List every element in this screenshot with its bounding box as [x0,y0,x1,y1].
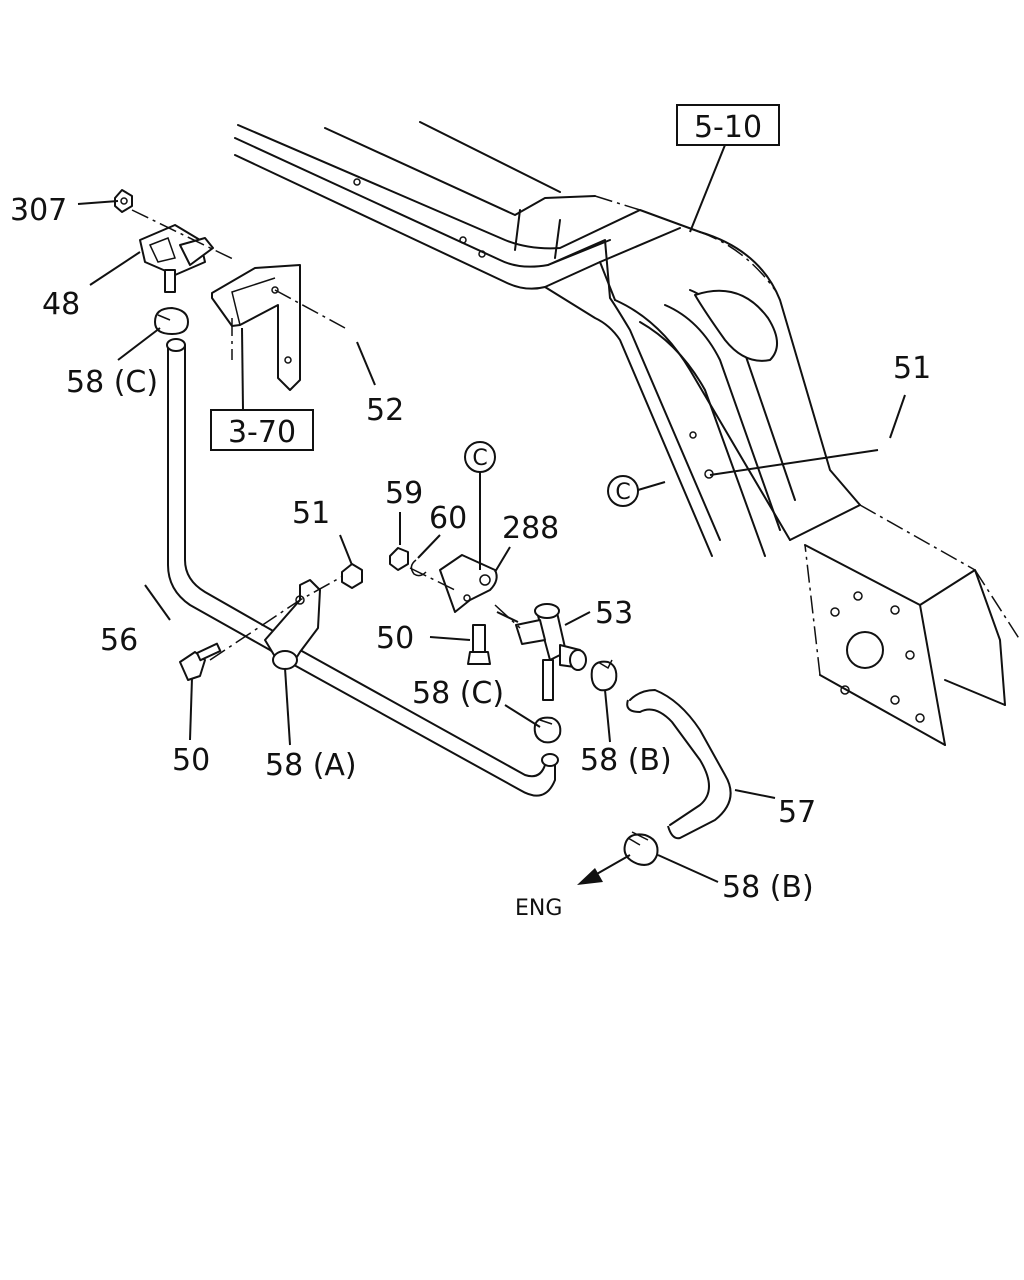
ref-label-3-70: 3-70 [228,415,296,450]
label-307: 307 [10,193,67,228]
label-58b-bottom: 58 (B) [722,870,814,905]
circle-ref-top-label: C [472,446,487,471]
label-58a: 58 (A) [265,748,357,783]
label-288: 288 [502,511,559,546]
clamp-58a [179,563,363,681]
label-59: 59 [385,476,423,511]
label-53: 53 [595,596,633,631]
circle-ref-frame: C [607,475,639,507]
frame-rail [234,121,1021,746]
label-52: 52 [366,393,404,428]
hose-56 [154,307,559,797]
tee-joint-53 [467,603,587,701]
hose-57 [623,689,732,866]
label-58b-mid: 58 (B) [580,743,672,778]
ref-box-5-10: 5-10 [676,104,780,146]
label-51-left: 51 [292,496,330,531]
circle-ref-top: C [464,441,496,473]
label-50-mid: 50 [376,621,414,656]
ref-box-3-70: 3-70 [210,409,314,451]
circle-ref-frame-label: C [615,480,630,505]
bracket-3-70 [211,264,346,391]
clamps-mid [533,659,618,744]
label-57: 57 [778,795,816,830]
sensor-48 [114,189,236,293]
label-eng: ENG [515,896,562,921]
label-56: 56 [100,623,138,658]
label-51-right: 51 [893,351,931,386]
bracket-288 [389,547,498,613]
label-58c-mid: 58 (C) [412,676,504,711]
leader-lines [77,144,906,883]
label-50-left: 50 [172,743,210,778]
label-58c-top: 58 (C) [66,365,158,400]
label-60: 60 [429,501,467,536]
engine-arrow [577,854,631,885]
label-48: 48 [42,287,80,322]
ref-label-5-10: 5-10 [694,110,762,145]
